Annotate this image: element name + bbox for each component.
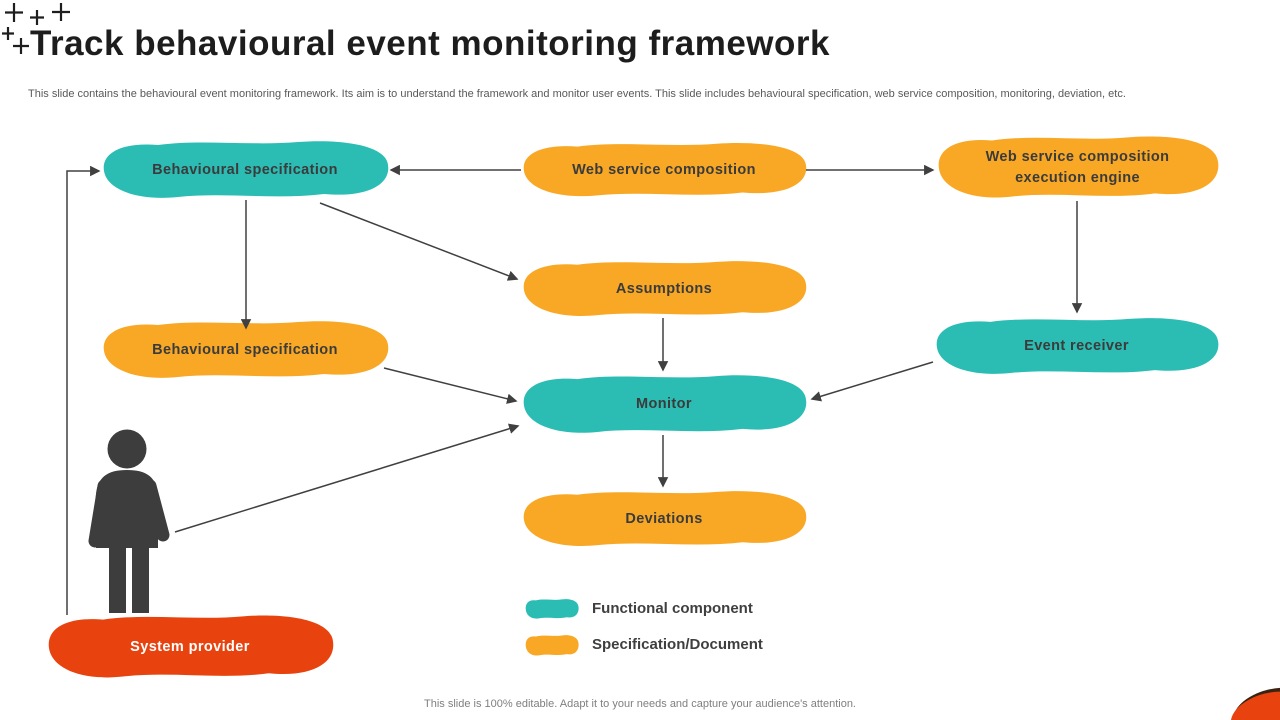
node-deviations: Deviations xyxy=(625,510,703,527)
node-behavioural-specification-top: Behavioural specification xyxy=(152,161,338,178)
arrow-behavioural-specification-left-to-monitor xyxy=(383,367,518,404)
footer-note: This slide is 100% editable. Adapt it to… xyxy=(424,698,856,710)
legend-label-functional: Functional component xyxy=(592,600,753,617)
legend-swatch-specification xyxy=(525,635,579,656)
corner-blob xyxy=(1230,687,1280,720)
legend-swatch-functional xyxy=(525,599,579,619)
node-web-service-composition: Web service composition xyxy=(572,161,756,178)
arrow-behavioural-specification-top-to-assumptions xyxy=(319,202,519,281)
node-monitor: Monitor xyxy=(636,396,692,413)
node-event-receiver: Event receiver xyxy=(1024,338,1129,355)
person-icon xyxy=(88,429,170,613)
node-system-provider: System provider xyxy=(130,638,250,655)
node-assumptions: Assumptions xyxy=(615,280,713,297)
node-wsc-execution-engine: Web service composition execution engine xyxy=(985,149,1170,186)
arrow-person-to-monitor xyxy=(174,423,520,533)
node-behavioural-specification-left: Behavioural specification xyxy=(152,341,338,358)
arrow-event-receiver-to-monitor xyxy=(810,361,934,402)
legend-label-specification: Specification/Document xyxy=(592,636,763,653)
page-title: Track behavioural event monitoring frame… xyxy=(30,24,830,63)
arrow-system-provider-to-behavioural-specification-top xyxy=(66,165,101,615)
plus-marks-icon xyxy=(2,3,70,54)
slide-description: This slide contains the behavioural even… xyxy=(28,88,1126,100)
